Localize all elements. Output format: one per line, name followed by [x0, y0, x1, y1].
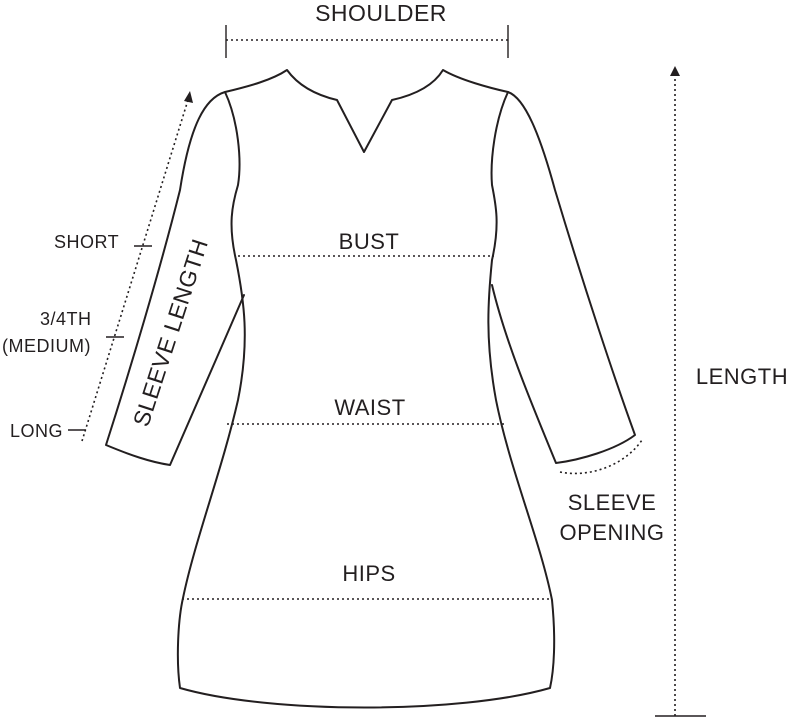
sleeve-opening-label-line1: SLEEVE — [568, 490, 657, 515]
medium-label: (MEDIUM) — [2, 336, 91, 356]
sleeve-length-arrow-head — [184, 91, 193, 103]
long-label: LONG — [10, 421, 63, 441]
shoulder-label: SHOULDER — [315, 0, 447, 26]
right-sleeve-outline — [491, 91, 636, 464]
short-label: SHORT — [54, 232, 119, 252]
waist-label: WAIST — [334, 395, 405, 420]
three-quarter-label: 3/4TH — [40, 309, 92, 329]
hips-label: HIPS — [342, 561, 395, 586]
bust-label: BUST — [339, 229, 400, 254]
left-sleeve-outline — [105, 91, 245, 466]
length-label: LENGTH — [696, 364, 788, 389]
garment-body-outline — [176, 69, 556, 709]
sleeve-opening-measure-curve — [559, 439, 643, 475]
sleeve-length-measure-line — [81, 99, 189, 442]
sleeve-opening-label-line2: OPENING — [560, 520, 665, 545]
length-arrow-head — [670, 66, 680, 76]
